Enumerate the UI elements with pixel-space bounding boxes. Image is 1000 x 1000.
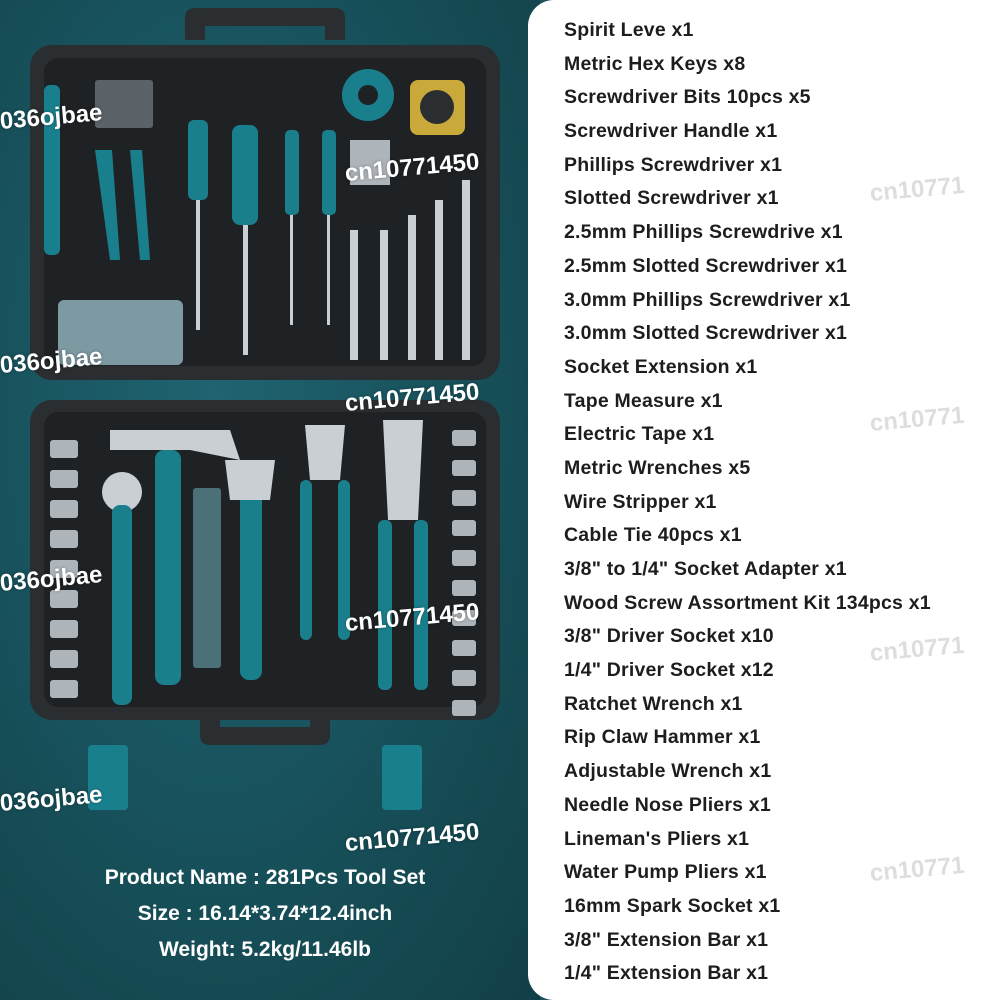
list-item: Needle Nose Pliers x1 [564, 793, 771, 816]
list-item: Cable Tie 40pcs x1 [564, 524, 742, 547]
list-item: Spirit Leve x1 [564, 19, 694, 41]
tool-case-illustration [30, 8, 500, 810]
list-item: Screwdriver Bits 10pcs x5 [564, 86, 811, 109]
list-item: 2.5mm Slotted Screwdriver x1 [564, 254, 848, 277]
list-item: Slotted Screwdriver x1 [564, 187, 779, 210]
list-item: Socket Extension x1 [564, 355, 758, 378]
list-item: 3/8" Extension Bar x1 [564, 928, 769, 951]
list-item: Wood Screw Assortment Kit 134pcs x1 [564, 591, 931, 614]
list-item: Electric Tape x1 [564, 423, 715, 446]
list-item: Ratchet Wrench x1 [564, 692, 743, 715]
list-item: 2.5mm Phillips Screwdrive x1 [564, 221, 843, 244]
list-item: Water Pump Pliers x1 [564, 861, 767, 884]
list-item: Adjustable Wrench x1 [564, 760, 772, 783]
list-item: 3/8" to 1/4" Socket Adapter x1 [564, 558, 847, 580]
parts-list: Spirit Leve x1 Metric Hex Keys x8 Screwd… [564, 14, 931, 991]
list-item: Metric Wrenches x5 [564, 456, 751, 479]
list-item: 16mm Spark Socket x1 [564, 894, 781, 917]
product-weight-line: Weight: 5.2kg/11.46lb [158, 938, 372, 961]
list-item: Tape Measure x1 [564, 389, 723, 412]
product-name-line: Product Name : 281Pcs Tool Set [104, 866, 426, 889]
product-info: Product Name : 281Pcs Tool Set Size : 16… [0, 860, 530, 968]
list-item: 3.0mm Slotted Screwdriver x1 [564, 322, 848, 345]
list-item: 3/8" Driver Socket x10 [564, 625, 774, 648]
list-item: 1/4" Extension Bar x1 [564, 962, 769, 985]
product-image-panel: Product Name : 281Pcs Tool Set Size : 16… [0, 0, 540, 1000]
list-item: Phillips Screwdriver x1 [564, 153, 783, 176]
parts-list-panel: Spirit Leve x1 Metric Hex Keys x8 Screwd… [528, 0, 1000, 1000]
list-item: 3.0mm Phillips Screwdriver x1 [564, 288, 851, 311]
list-item: Metric Hex Keys x8 [564, 52, 746, 75]
list-item: Screwdriver Handle x1 [564, 120, 778, 143]
list-item: Wire Stripper x1 [564, 490, 717, 513]
list-item: Lineman's Pliers x1 [564, 827, 750, 850]
product-size-line: Size : 16.14*3.74*12.4inch [137, 902, 393, 925]
list-item: Rip Claw Hammer x1 [564, 726, 761, 749]
list-item: 1/4" Driver Socket x12 [564, 659, 774, 682]
